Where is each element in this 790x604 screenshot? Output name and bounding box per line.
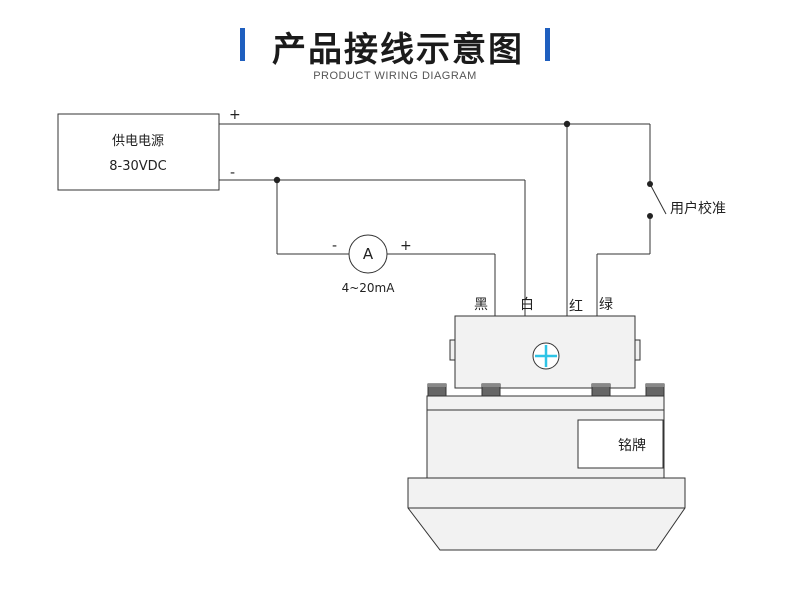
screw-4-cap — [646, 384, 664, 387]
calibration-switch-blade — [649, 183, 667, 215]
calibration-label: 用户校准 — [670, 200, 726, 217]
power-supply-box — [57, 113, 220, 191]
ammeter-minus-label: - — [332, 238, 337, 254]
device-base — [407, 477, 686, 551]
ammeter-plus-label: + — [400, 238, 412, 254]
power-supply-name: 供电电源 — [112, 134, 164, 149]
screw-2-cap — [482, 384, 500, 387]
ammeter-range: 4~20mA — [342, 281, 396, 295]
device-collar — [426, 395, 665, 411]
page-subtitle: PRODUCT WIRING DIAGRAM — [313, 70, 477, 82]
wire-label-green: 绿 — [599, 297, 613, 313]
junction-dot-red — [563, 120, 571, 128]
negative-terminal-label: - — [230, 165, 235, 181]
positive-terminal-label: + — [229, 107, 241, 123]
wire-label-black: 黑 — [474, 297, 488, 313]
screw-3-cap — [592, 384, 610, 387]
wire-label-red: 红 — [569, 299, 583, 315]
screw-1-cap — [428, 384, 446, 387]
terminal-block-tab-right — [634, 339, 641, 361]
page-title: 产品接线示意图 — [272, 30, 524, 70]
terminal-block-tab-left — [449, 339, 456, 361]
power-supply-voltage: 8-30VDC — [109, 159, 166, 174]
nameplate-label: 铭牌 — [618, 437, 646, 454]
wire-label-white: 白 — [520, 297, 534, 313]
nameplate-box — [577, 419, 664, 469]
switch-contact-bottom — [647, 213, 653, 219]
junction-dot-ammeter — [273, 176, 281, 184]
title-accent-bar-right — [545, 28, 550, 61]
ammeter-label: A — [363, 245, 374, 263]
title-accent-bar-left — [240, 28, 245, 61]
switch-contact-top — [647, 181, 653, 187]
header: 产品接线示意图 PRODUCT WIRING DIAGRAM — [0, 0, 790, 92]
